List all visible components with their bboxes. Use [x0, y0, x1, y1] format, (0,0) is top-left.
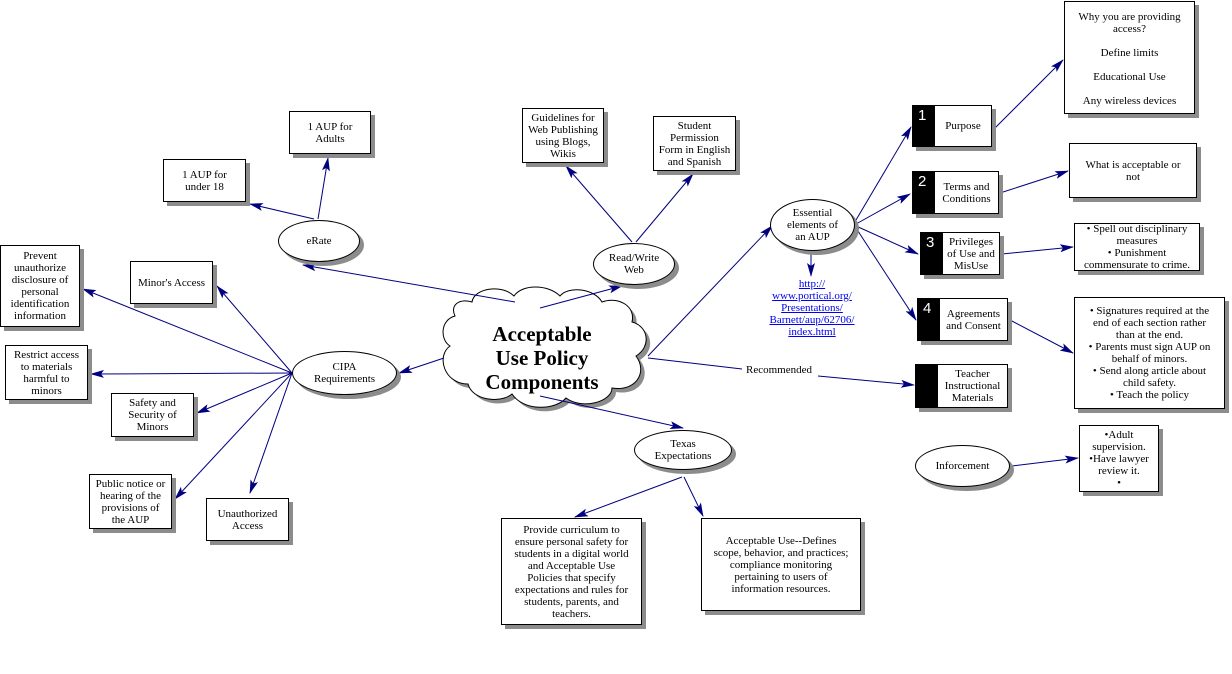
edge-cipa-restrict: [90, 369, 293, 378]
element-label: Privileges of Use and MisUse: [947, 235, 995, 272]
cipa-unauthorized-access-node[interactable]: Unauthorized Access: [206, 498, 289, 541]
edge-erate-under18: [249, 203, 315, 220]
edge-readwrite-permission: [635, 173, 694, 243]
element-number-badge: [916, 365, 938, 407]
edge-cipa-minors: [216, 285, 293, 374]
teacher-materials-node[interactable]: Teacher Instructional Materials: [915, 364, 1008, 408]
cipa-public-notice-node[interactable]: Public notice or hearing of the provisio…: [89, 474, 172, 529]
readwrite-node[interactable]: Read/Write Web: [593, 243, 675, 285]
element-label: Terms and Conditions: [942, 180, 991, 205]
edge-essential-privileges: [855, 225, 919, 255]
edge-texas-curriculum: [574, 476, 683, 518]
edge-erate-adults: [317, 157, 330, 220]
edge-terms-detail: [999, 170, 1069, 194]
central-topic[interactable]: Acceptable Use Policy Components: [485, 322, 599, 394]
recommended-edge-label: Recommended: [744, 364, 814, 376]
edge-cipa-prevent: [82, 288, 293, 374]
purpose-detail-node[interactable]: Why you are providing access? Define lim…: [1064, 1, 1195, 114]
edge-central-recommended-b: [817, 375, 915, 388]
cipa-safety-security-node[interactable]: Safety and Security of Minors: [111, 393, 194, 437]
essential-elements-node[interactable]: Essential elements of an AUP: [770, 199, 855, 251]
edge-cipa-public: [174, 372, 293, 500]
texas-node[interactable]: Texas Expectations: [634, 430, 732, 470]
element-label: Purpose: [945, 120, 981, 132]
edge-central-readwrite: [539, 285, 623, 309]
element-terms-node[interactable]: 2 Terms and Conditions: [912, 171, 999, 214]
element-purpose-node[interactable]: 1 Purpose: [912, 105, 992, 147]
cipa-restrict-access-node[interactable]: Restrict access to materials harmful to …: [5, 345, 88, 400]
erate-under18-node[interactable]: 1 AUP for under 18: [163, 159, 246, 202]
edge-essential-purpose: [855, 126, 912, 221]
element-privileges-node[interactable]: 3 Privileges of Use and MisUse: [920, 232, 1000, 275]
edge-agreements-detail: [1009, 319, 1074, 354]
agreements-detail-node[interactable]: • Signatures required at the end of each…: [1074, 297, 1225, 409]
readwrite-guidelines-node[interactable]: Guidelines for Web Publishing using Blog…: [522, 108, 604, 163]
central-cloud-shape: [442, 286, 651, 412]
texas-acceptable-use-node[interactable]: Acceptable Use--Defines scope, behavior,…: [701, 518, 861, 611]
edge-central-essential: [647, 225, 773, 357]
edge-purpose-detail: [994, 59, 1064, 129]
inforcement-node[interactable]: Inforcement: [915, 445, 1010, 487]
edge-essential-agreements: [855, 227, 917, 321]
cipa-minors-access-node[interactable]: Minor's Access: [130, 261, 213, 304]
edge-texas-acceptable: [683, 476, 704, 517]
texas-curriculum-node[interactable]: Provide curriculum to ensure personal sa…: [501, 518, 642, 625]
edge-central-recommended-a: [647, 357, 743, 370]
edge-central-erate: [302, 263, 516, 303]
element-number-badge: 2: [913, 172, 935, 213]
element-label: Teacher Instructional Materials: [944, 368, 1001, 404]
element-agreements-node[interactable]: 4 Agreements and Consent: [917, 298, 1008, 341]
cipa-node[interactable]: CIPA Requirements: [292, 351, 397, 395]
inforcement-detail-node[interactable]: •Adult supervision. •Have lawyer review …: [1079, 425, 1159, 492]
erate-adults-node[interactable]: 1 AUP for Adults: [289, 111, 371, 154]
element-number-badge: 4: [918, 299, 940, 340]
terms-detail-node[interactable]: What is acceptable or not: [1069, 143, 1197, 198]
edge-privileges-detail: [1001, 244, 1074, 255]
edge-cipa-unauthorized: [249, 372, 293, 494]
element-number-badge: 1: [913, 106, 935, 146]
element-number-badge: 3: [921, 233, 943, 274]
essential-elements-link[interactable]: http:// www.portical.org/ Presentations/…: [769, 278, 855, 338]
privileges-detail-node[interactable]: • Spell out disciplinary measures • Puni…: [1074, 223, 1200, 271]
readwrite-permission-form-node[interactable]: Student Permission Form in English and S…: [653, 116, 736, 171]
edge-central-texas: [539, 395, 684, 430]
cipa-prevent-disclosure-node[interactable]: Prevent unauthorize disclosure of person…: [0, 245, 80, 327]
edge-readwrite-guidelines: [565, 165, 633, 243]
edge-central-cipa: [398, 357, 445, 374]
edge-essential-terms: [855, 193, 911, 225]
element-label: Agreements and Consent: [946, 307, 1001, 332]
edge-inforcement-detail: [1011, 455, 1079, 467]
edge-cipa-safety: [196, 372, 293, 414]
erate-node[interactable]: eRate: [278, 220, 360, 262]
